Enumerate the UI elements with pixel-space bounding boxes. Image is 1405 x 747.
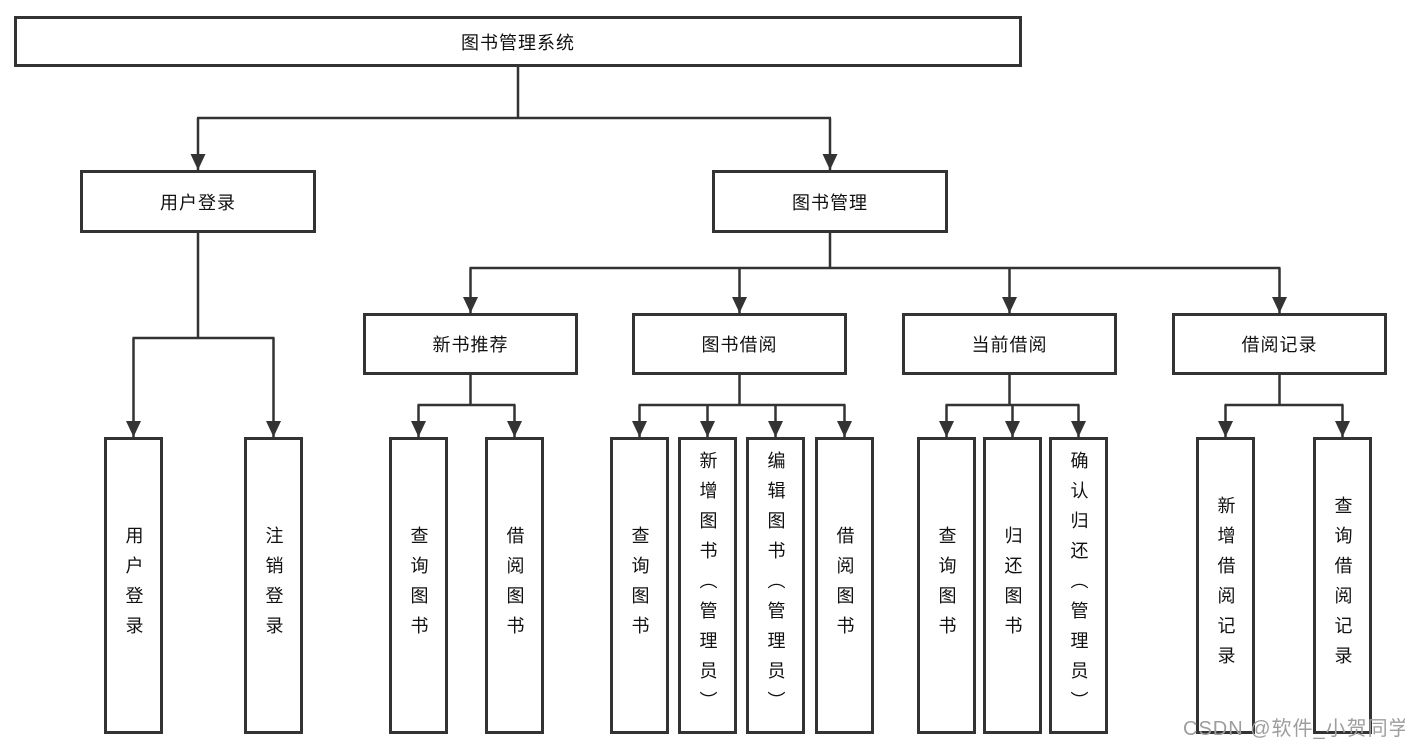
node-label: 用户登录 <box>123 525 144 646</box>
node-book-borrowing: 图书借阅 <box>632 313 847 375</box>
node-book-management: 图书管理 <box>712 170 948 233</box>
node-leaf-query-borrow-record: 查询借阅记录 <box>1313 437 1372 734</box>
node-leaf-return-books: 归还图书 <box>983 437 1042 734</box>
node-label: 查询图书 <box>408 525 429 646</box>
node-leaf-borrow-books-2: 借阅图书 <box>815 437 874 734</box>
node-label: 确认归还（管理员） <box>1068 450 1089 721</box>
node-leaf-add-books-admin: 新增图书（管理员） <box>678 437 737 734</box>
node-current-borrowing: 当前借阅 <box>902 313 1117 375</box>
node-leaf-confirm-return-admin: 确认归还（管理员） <box>1049 437 1108 734</box>
node-label: 新增图书（管理员） <box>697 450 718 721</box>
node-label: 归还图书 <box>1002 525 1023 646</box>
node-leaf-query-books-3: 查询图书 <box>917 437 976 734</box>
node-label: 编辑图书（管理员） <box>765 450 786 721</box>
node-borrowing-records: 借阅记录 <box>1172 313 1387 375</box>
node-leaf-logout: 注销登录 <box>244 437 303 734</box>
node-label: 借阅图书 <box>504 525 525 646</box>
node-user-login: 用户登录 <box>80 170 316 233</box>
node-label: 新增借阅记录 <box>1215 495 1236 676</box>
node-label: 注销登录 <box>263 525 284 646</box>
csdn-watermark: CSDN @软件_小贺同学 <box>1183 718 1405 740</box>
node-label: 查询图书 <box>936 525 957 646</box>
node-leaf-edit-books-admin: 编辑图书（管理员） <box>746 437 805 734</box>
node-label: 查询图书 <box>629 525 650 646</box>
node-label: 借阅图书 <box>834 525 855 646</box>
node-label: 查询借阅记录 <box>1332 495 1353 676</box>
node-leaf-user-login: 用户登录 <box>104 437 163 734</box>
node-leaf-borrow-books-1: 借阅图书 <box>485 437 544 734</box>
node-new-book-recommend: 新书推荐 <box>363 313 578 375</box>
node-leaf-add-borrow-record: 新增借阅记录 <box>1196 437 1255 734</box>
node-leaf-query-books-2: 查询图书 <box>610 437 669 734</box>
node-library-system-root: 图书管理系统 <box>14 16 1022 67</box>
node-leaf-query-books-1: 查询图书 <box>389 437 448 734</box>
